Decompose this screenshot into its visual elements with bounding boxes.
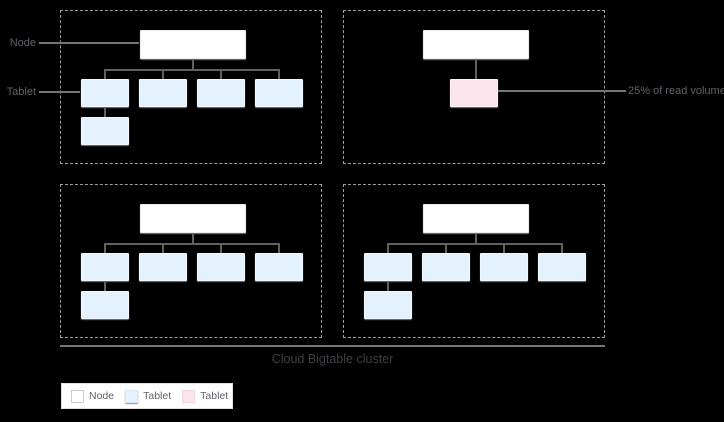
- tablet-box: [197, 79, 245, 107]
- connector-line: [475, 233, 477, 243]
- hot-tablet-box: [450, 79, 498, 107]
- node-box: [423, 30, 529, 59]
- hot-tablet-swatch: [182, 389, 196, 403]
- tablet-box: [538, 253, 586, 281]
- connector-rail: [104, 243, 280, 245]
- read-volume-annotation-label: 25% of read volume: [628, 85, 724, 97]
- tablet-box: [197, 253, 245, 281]
- connector-line: [445, 243, 447, 253]
- connector-line: [503, 243, 505, 253]
- tablet-box: [364, 253, 412, 281]
- legend-item-tablet: Tablet: [125, 389, 172, 403]
- connector-rail: [387, 243, 563, 245]
- legend-item-node: Node: [71, 389, 115, 403]
- tablet-annotation-line: [39, 91, 80, 93]
- tablet-box: [81, 291, 129, 319]
- connector-line: [220, 69, 222, 79]
- tablet-box: [139, 79, 187, 107]
- connector-line: [475, 59, 477, 79]
- cluster-bracket-line: [60, 345, 605, 347]
- node-box: [140, 30, 246, 59]
- legend-label: Tablet: [143, 390, 172, 402]
- node-box: [140, 204, 246, 233]
- connector-line: [104, 107, 106, 117]
- connector-line: [561, 243, 563, 253]
- tablet-box: [422, 253, 470, 281]
- node-annotation-line: [39, 42, 139, 44]
- node-swatch: [71, 389, 84, 403]
- node-group-4: [343, 184, 605, 338]
- node-annotation-label: Node: [9, 37, 36, 49]
- connector-line: [278, 69, 280, 79]
- tablet-box: [480, 253, 528, 281]
- connector-line: [278, 243, 280, 253]
- connector-rail: [104, 69, 280, 71]
- connector-line: [104, 281, 106, 291]
- tablet-box: [81, 117, 129, 145]
- connector-line: [220, 243, 222, 253]
- connector-line: [387, 243, 389, 253]
- tablet-box: [255, 79, 303, 107]
- legend-label: Node: [89, 390, 115, 402]
- node-group-1: [60, 10, 322, 164]
- cluster-label: Cloud Bigtable cluster: [271, 352, 394, 366]
- tablet-swatch: [125, 389, 139, 403]
- legend: Node Tablet Tablet: [61, 383, 233, 409]
- legend-label: Tablet: [200, 390, 229, 402]
- tablet-box: [81, 79, 129, 107]
- connector-line: [162, 69, 164, 79]
- connector-line: [104, 69, 106, 79]
- node-box: [423, 204, 529, 233]
- tablet-box: [364, 291, 412, 319]
- legend-item-hot-tablet: Tablet: [182, 389, 229, 403]
- connector-line: [192, 59, 194, 69]
- connector-line: [162, 243, 164, 253]
- tablet-box: [255, 253, 303, 281]
- tablet-box: [81, 253, 129, 281]
- read-volume-annotation-line: [498, 90, 626, 92]
- connector-line: [104, 243, 106, 253]
- node-group-2: [343, 10, 605, 164]
- connector-line: [387, 281, 389, 291]
- node-group-3: [60, 184, 322, 338]
- tablet-annotation-label: Tablet: [6, 86, 36, 98]
- connector-line: [192, 233, 194, 243]
- tablet-box: [139, 253, 187, 281]
